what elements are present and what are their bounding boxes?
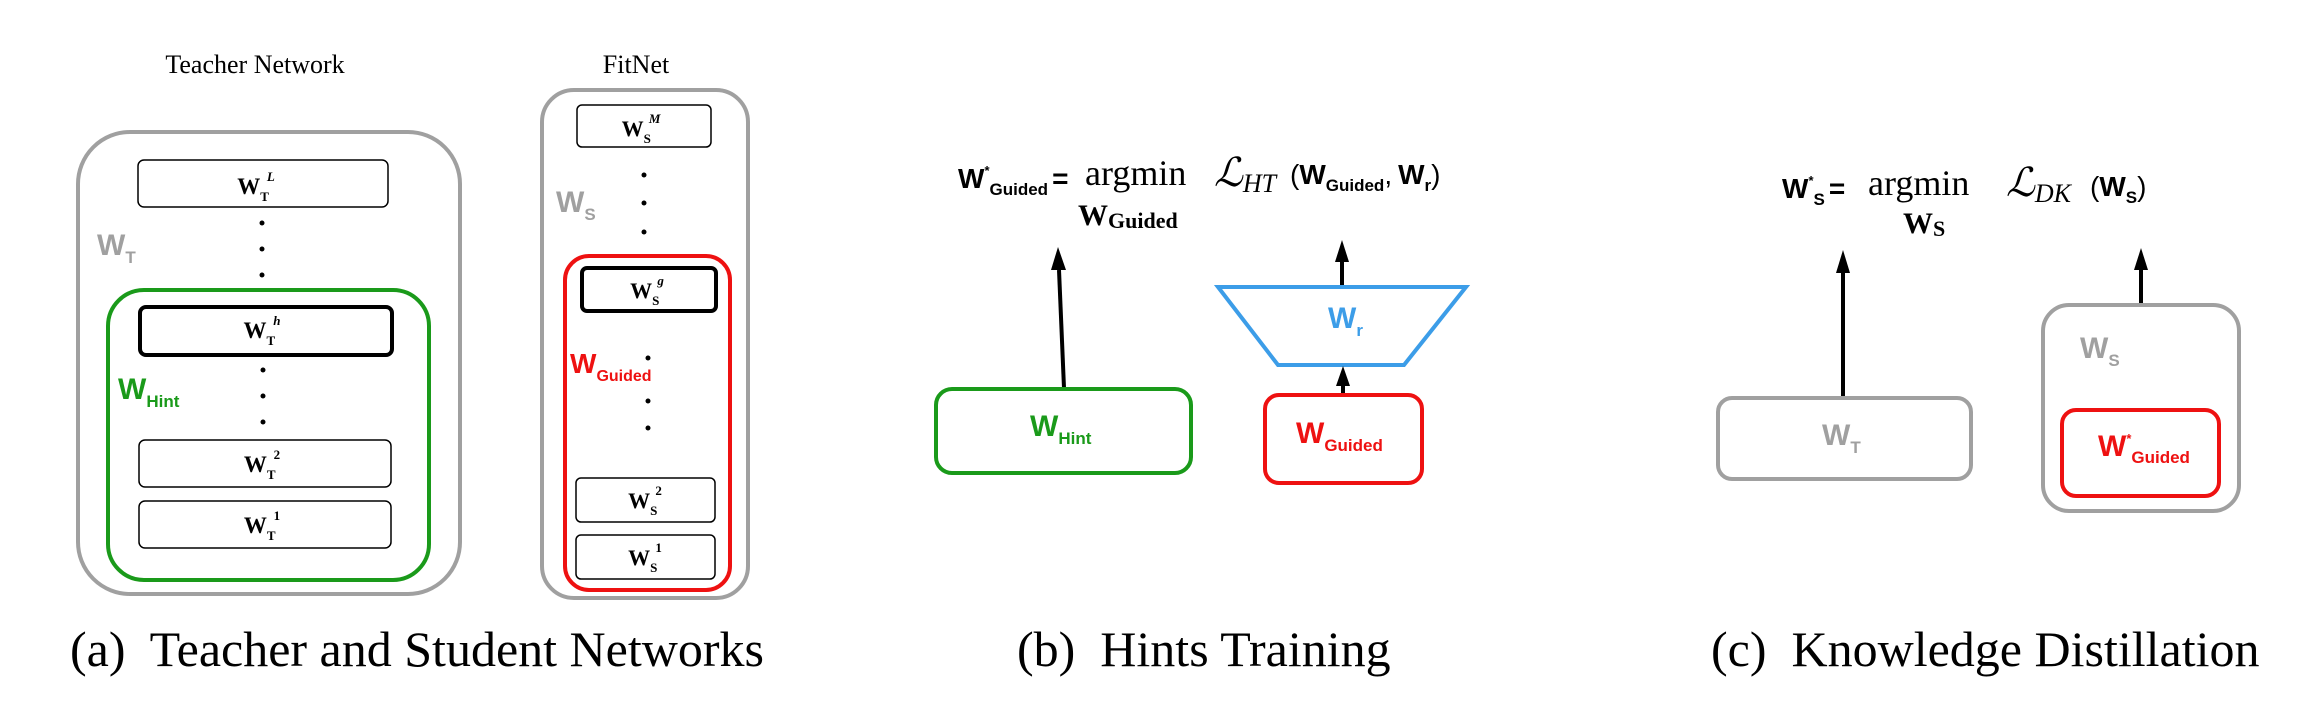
student-layer-1-label: WS1 (628, 540, 662, 575)
student-lower-ellipsis (645, 355, 651, 431)
hint-layer-label: WHint (1030, 410, 1092, 448)
panel-c: W*S= argmin WS ℒDK (WS) WT WS W*Guided (… (1711, 160, 2260, 677)
student-layer-M-label: WSM (622, 111, 661, 146)
teacher-box (1716, 396, 1973, 481)
student-network-label: WS (2080, 332, 2120, 370)
eq-b-lhs: W*Guided= (958, 163, 1068, 199)
eq-c-lhs: W*S= (1782, 173, 1845, 209)
guided-region-label: WGuided (570, 348, 652, 385)
teacher-layer-1 (138, 500, 392, 549)
eq-c-under: WS (1903, 207, 1945, 241)
panel-a: Teacher Network FitNet WT WTL WHint WTh … (70, 50, 764, 677)
hint-region-box (106, 288, 431, 582)
student-upper-ellipsis (641, 172, 647, 235)
teacher-network-title: Teacher Network (165, 50, 344, 79)
hints-equation: W*Guided= argmin WGuided ℒHT (WGuided,Wr… (958, 150, 1441, 233)
regressor-output-arrowhead (1335, 240, 1349, 262)
teacher-layer-L (137, 159, 389, 208)
teacher-layer-2 (138, 439, 392, 488)
hint-region-label: WHint (118, 373, 180, 411)
teacher-box-label: WT (1822, 419, 1861, 457)
student-output-arrowhead (2134, 248, 2148, 270)
eq-c-args: (WS) (2090, 171, 2146, 207)
student-layer-g-label: WSg (630, 273, 664, 308)
teacher-layer-2-label: WT2 (244, 447, 280, 482)
eq-c-loss: ℒDK (2006, 160, 2073, 208)
fitnet-box (540, 88, 750, 600)
guided-initialized-box (2060, 408, 2221, 498)
caption-b: (b) Hints Training (1017, 621, 1391, 677)
panel-b: W*Guided= argmin WGuided ℒHT (WGuided,Wr… (934, 150, 1471, 677)
hint-output-arrow-line (1057, 269, 1066, 389)
eq-b-under: WGuided (1078, 199, 1178, 233)
distillation-equation: W*S= argmin WS ℒDK (WS) (1782, 160, 2146, 241)
eq-b-loss: ℒHT (1214, 150, 1278, 198)
regressor-trapezoid (1213, 285, 1471, 367)
teacher-layer-1-label: WT1 (244, 508, 280, 543)
guided-to-regressor-arrowhead (1336, 366, 1350, 386)
teacher-output-arrowhead (1836, 250, 1850, 273)
teacher-weights-label: WT (97, 229, 136, 267)
guided-layer-box (1263, 393, 1424, 485)
guided-layer-label: WGuided (1296, 417, 1383, 455)
eq-b-argmin: argmin (1085, 153, 1186, 193)
caption-c: (c) Knowledge Distillation (1711, 621, 2260, 677)
hint-layer-box (934, 387, 1193, 475)
teacher-network-box (76, 130, 462, 596)
student-layer-g (580, 266, 718, 313)
guided-initialized-label: W*Guided (2098, 430, 2190, 467)
eq-c-argmin: argmin (1868, 163, 1969, 203)
teacher-lower-ellipsis (260, 367, 266, 425)
regressor-label: Wr (1328, 302, 1363, 340)
teacher-layer-h (138, 305, 394, 357)
student-layer-M (576, 104, 712, 148)
hint-output-arrowhead (1051, 247, 1066, 270)
guided-region-box (563, 254, 732, 592)
teacher-upper-ellipsis (259, 220, 265, 278)
student-layer-2-label: WS2 (628, 483, 662, 518)
student-layer-2 (575, 477, 716, 523)
caption-a: (a) Teacher and Student Networks (70, 621, 764, 677)
teacher-layer-h-label: WTh (244, 313, 281, 348)
fitnet-title: FitNet (603, 50, 670, 79)
student-network-box (2041, 303, 2241, 513)
teacher-layer-L-label: WTL (237, 169, 275, 204)
eq-b-args: (WGuided,Wr) (1290, 159, 1441, 195)
student-weights-label: WS (556, 186, 596, 224)
student-layer-1 (575, 534, 716, 580)
